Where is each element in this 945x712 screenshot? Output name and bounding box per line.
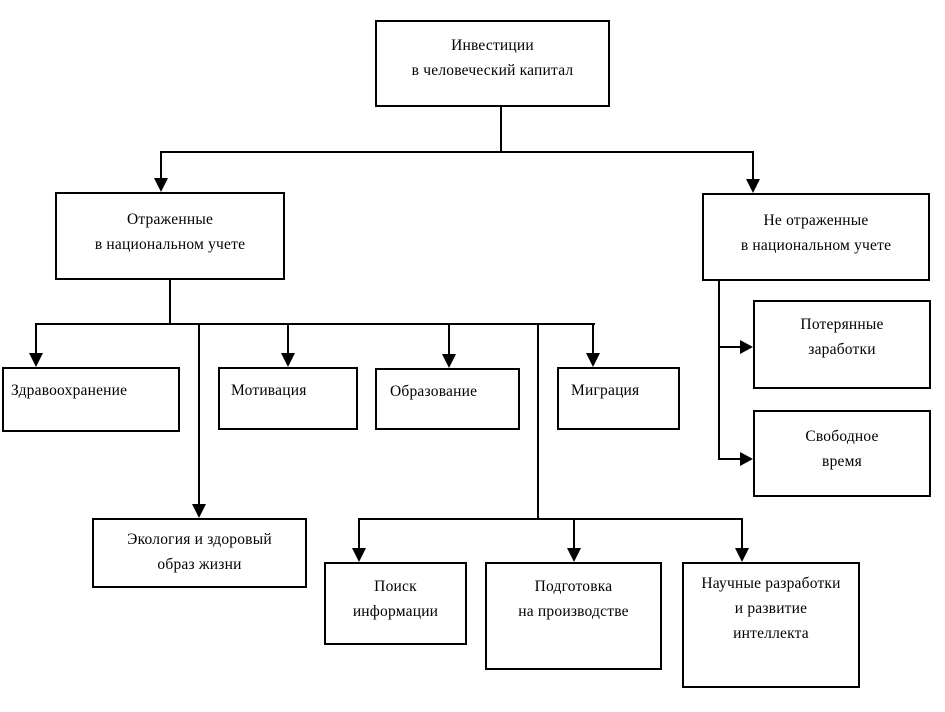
arrowhead-down-icon (29, 353, 43, 367)
arrowhead-down-icon (442, 354, 456, 368)
arrowhead-right-icon (740, 452, 753, 466)
node-healthcare: Здравоохранение (2, 367, 180, 432)
node-label: Экология и здоровый образ жизни (127, 531, 272, 573)
node-label: Поиск информации (352, 578, 439, 620)
node-label: Образование (390, 383, 478, 400)
edge-segment-to-reflected (160, 151, 162, 179)
edge-segment-to-migration (592, 323, 594, 353)
arrowhead-down-icon (586, 353, 600, 367)
edge-segment-to-research (741, 518, 743, 548)
node-information-search: Поиск информации (324, 562, 467, 645)
edge-segment-reflected-drop (169, 279, 171, 325)
edge-segment-level3-rail (35, 323, 595, 325)
node-label: Потерянные заработки (800, 316, 884, 358)
arrowhead-down-icon (154, 178, 168, 192)
arrowhead-down-icon (352, 548, 366, 562)
node-migration: Миграция (557, 367, 680, 430)
node-label: Свободное время (805, 428, 879, 470)
node-education: Образование (375, 368, 520, 430)
node-free-time: Свободное время (753, 410, 931, 497)
node-research-and-intellect: Научные разработки и развитие интеллекта (682, 562, 860, 688)
node-lost-earnings: Потерянные заработки (753, 300, 931, 389)
arrowhead-down-icon (735, 548, 749, 562)
node-investments-root: Инвестиции в человеческий капитал (375, 20, 610, 107)
arrowhead-down-icon (567, 548, 581, 562)
edge-segment-to-on-job-training (573, 518, 575, 548)
edge-segment-not-reflected-drop (718, 279, 720, 460)
node-ecology-healthy-lifestyle: Экология и здоровый образ жизни (92, 518, 307, 588)
edge-segment-to-motivation (287, 323, 289, 353)
edge-segment-to-ecology (198, 323, 200, 504)
node-label: Не отраженные в национальном учете (740, 212, 892, 254)
edge-segment-to-lost-earnings (718, 346, 741, 348)
node-on-job-training: Подготовка на производстве (485, 562, 662, 670)
edge-segment-to-not-reflected (752, 151, 754, 179)
node-reflected-in-national-accounting: Отраженные в национальном учете (55, 192, 285, 280)
node-label: Инвестиции в человеческий капитал (411, 37, 574, 79)
node-not-reflected-in-national-accounting: Не отраженные в национальном учете (702, 193, 930, 281)
arrowhead-down-icon (281, 353, 295, 367)
arrowhead-right-icon (740, 340, 753, 354)
node-label: Мотивация (231, 382, 307, 399)
edge-segment-bottom-drop (537, 323, 539, 520)
node-label: Отраженные в национальном учете (94, 211, 246, 253)
edge-segment-bottom-rail (358, 518, 743, 520)
arrowhead-down-icon (192, 504, 206, 518)
node-motivation: Мотивация (218, 367, 358, 430)
edge-segment-to-education (448, 323, 450, 354)
edge-segment-to-info-search (358, 518, 360, 548)
node-label: Миграция (571, 382, 640, 399)
arrowhead-down-icon (746, 179, 760, 193)
node-label: Подготовка на производстве (518, 578, 629, 620)
node-label: Здравоохранение (11, 382, 128, 399)
edge-segment-level2-rail (160, 151, 754, 153)
edge-segment-to-free-time (718, 458, 741, 460)
edge-segment-to-healthcare (35, 323, 37, 353)
node-label: Научные разработки и развитие интеллекта (701, 575, 841, 642)
edge-segment-root-drop (500, 106, 502, 152)
